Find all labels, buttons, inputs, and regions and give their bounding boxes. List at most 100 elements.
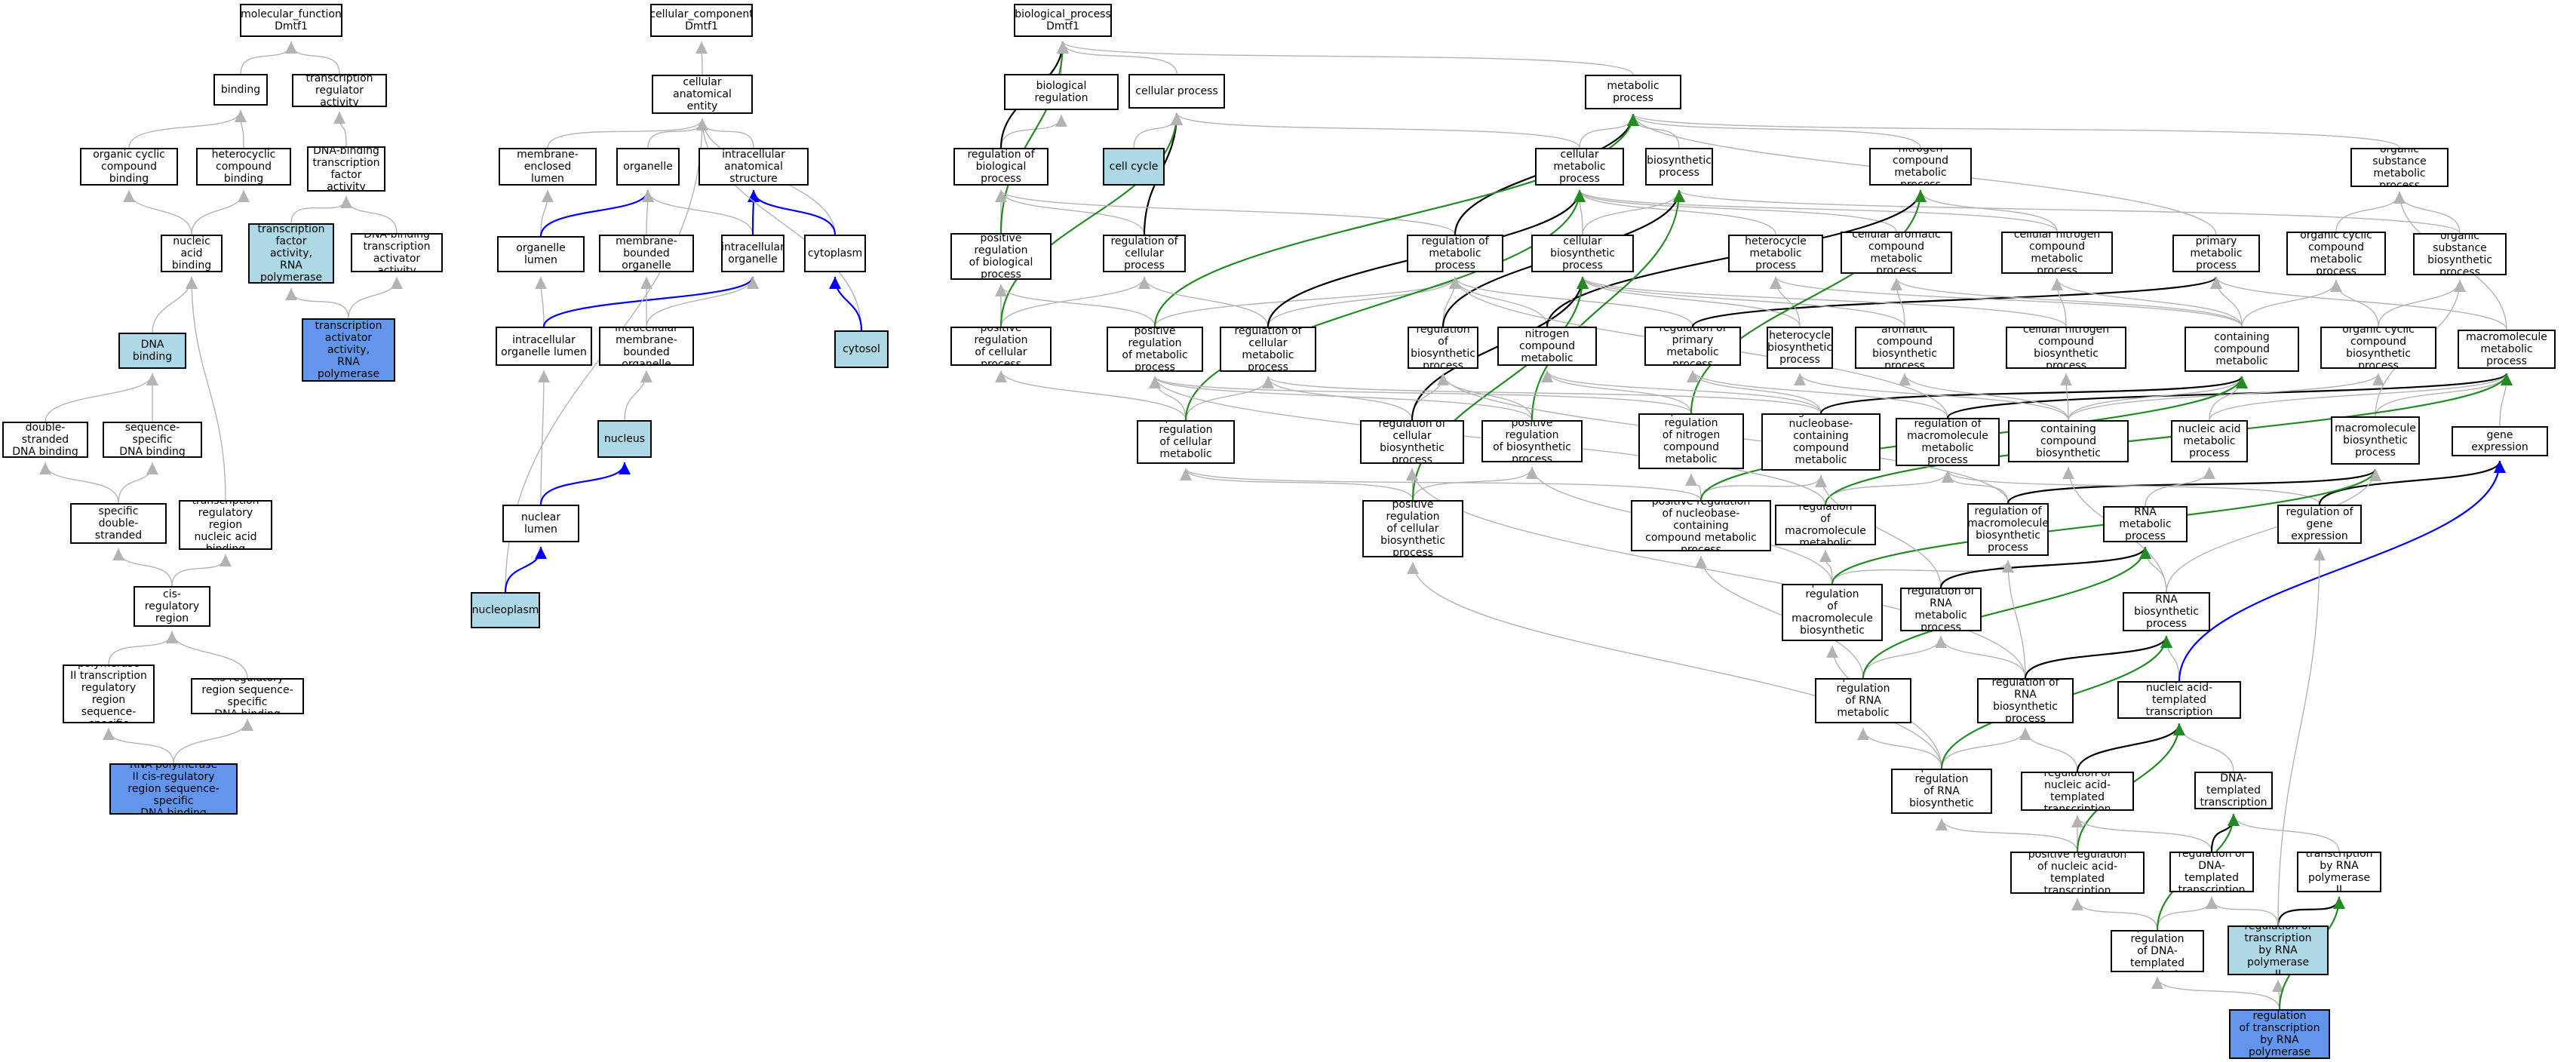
term-node-iol[interactable]: intracellular organelle lumen [496, 327, 592, 366]
term-node-dbtfa2[interactable]: DNA-binding transcription factor activit… [248, 223, 334, 284]
term-node-bp-root[interactable]: biological_process Dmtf1 [1014, 4, 1112, 37]
term-node-rge[interactable]: regulation of gene expression [2277, 505, 2362, 544]
term-node-rmbp[interactable]: regulation of macromolecule biosynthetic… [1967, 503, 2049, 556]
term-node-nucleoplasm[interactable]: nucleoplasm [471, 592, 540, 628]
term-node-prncmp[interactable]: positive regulation of nitrogen compound… [1638, 413, 1744, 469]
term-node-namp[interactable]: nucleic acid metabolic process [2171, 420, 2248, 462]
term-node-cmp[interactable]: cellular metabolic process [1535, 148, 1624, 186]
term-node-ncmp[interactable]: nitrogen compound metabolic process [1869, 148, 1972, 186]
term-node-rrnabp[interactable]: regulation of RNA biosynthetic process [1977, 678, 2074, 723]
term-node-rnabp[interactable]: RNA biosynthetic process [2123, 592, 2210, 631]
term-node-osmp[interactable]: organic substance metabolic process [2350, 148, 2449, 187]
term-node-prdtt[interactable]: positive regulation of DNA-templated tra… [2111, 930, 2204, 972]
term-node-prbsp[interactable]: positive regulation of biosynthetic proc… [1481, 420, 1583, 462]
term-node-prcp[interactable]: positive regulation of cellular process [950, 327, 1052, 366]
term-node-ocb[interactable]: organic cyclic compound binding [80, 148, 178, 186]
term-node-dbtaa[interactable]: DNA-binding transcription activator acti… [351, 233, 443, 272]
term-node-rcbp[interactable]: regulation of cellular biosynthetic proc… [1360, 420, 1464, 464]
edge-is-a-dbtaa2-to-dbtfa2 [285, 287, 349, 319]
term-node-prmbp[interactable]: positive regulation of macromolecule bio… [1782, 584, 1883, 641]
term-node-rpmp[interactable]: regulation of primary metabolic process [1644, 327, 1741, 366]
term-node-tra[interactable]: transcription regulator activity [292, 74, 387, 107]
term-node-ge[interactable]: gene expression [2452, 426, 2548, 456]
edge-regulates-rnbcmp-to-nbcmp [1819, 376, 2248, 414]
term-node-trrnab[interactable]: transcription regulatory region nucleic … [179, 500, 272, 550]
term-node-occbp[interactable]: organic cyclic compound biosynthetic pro… [2320, 327, 2436, 369]
term-node-hcb[interactable]: heterocyclic compound binding [196, 148, 291, 186]
term-node-cytosol[interactable]: cytosol [834, 330, 889, 368]
term-node-prmp[interactable]: positive regulation of metabolic process [1107, 327, 1203, 372]
term-node-prrnamp[interactable]: positive regulation of RNA metabolic pro… [1815, 678, 1911, 723]
term-node-prcbp[interactable]: positive regulation of cellular biosynth… [1362, 500, 1463, 557]
term-node-io[interactable]: intracellular organelle [721, 235, 784, 272]
term-node-occmp[interactable]: organic cyclic compound metabolic proces… [2286, 232, 2386, 275]
term-node-acbp[interactable]: aromatic compound biosynthetic process [1855, 327, 1954, 369]
term-node-ssdb[interactable]: sequence-specific DNA binding [103, 422, 202, 458]
term-node-binding[interactable]: binding [213, 74, 268, 106]
term-node-mf-root[interactable]: molecular_function Dmtf1 [240, 4, 342, 37]
term-node-dbtaa2[interactable]: DNA-binding transcription activator acti… [302, 318, 395, 382]
term-node-rnatt[interactable]: regulation of nucleic acid-templated tra… [2021, 772, 2134, 811]
term-node-cc-root[interactable]: cellular_component Dmtf1 [650, 4, 753, 37]
term-node-rcmp[interactable]: regulation of cellular metabolic process [1220, 327, 1316, 372]
term-node-cp[interactable]: cellular process [1128, 74, 1225, 109]
term-node-rrnamp[interactable]: regulation of RNA metabolic process [1900, 588, 1982, 631]
term-node-rnbcmp[interactable]: regulation of nucleobase-containing comp… [1761, 413, 1881, 471]
term-node-crrssdb[interactable]: cis-regulatory region sequence-specific … [191, 678, 304, 714]
edge-is-a-namp-to-mmp [2209, 373, 2513, 421]
term-node-cncbp[interactable]: cellular nitrogen compound biosynthetic … [2006, 327, 2126, 369]
term-node-mel[interactable]: membrane-enclosed lumen [499, 148, 597, 186]
term-node-mp[interactable]: metabolic process [1585, 75, 1681, 109]
term-node-mmp[interactable]: macromolecule metabolic process [2458, 330, 2556, 369]
term-node-rncmp[interactable]: regulation of nitrogen compound metaboli… [1497, 327, 1597, 366]
term-node-prbp[interactable]: positive regulation of biological proces… [950, 233, 1052, 280]
term-node-cbp[interactable]: cellular biosynthetic process [1531, 235, 1634, 272]
term-node-dtt[interactable]: DNA-templated transcription [2194, 772, 2273, 809]
term-node-nab[interactable]: nucleic acid binding [161, 235, 223, 272]
term-node-cellcycle[interactable]: cell cycle [1103, 148, 1165, 186]
term-node-osbp[interactable]: organic substance biosynthetic process [2413, 233, 2507, 275]
term-node-prcmp[interactable]: positive regulation of cellular metaboli… [1137, 420, 1235, 464]
term-node-trp2[interactable]: transcription by RNA polymerase II [2297, 852, 2381, 892]
term-node-natt[interactable]: nucleic acid-templated transcription [2117, 681, 2241, 719]
term-node-rbsp[interactable]: regulation of biosynthetic process [1408, 327, 1478, 369]
term-node-cytoplasm[interactable]: cytoplasm [804, 235, 866, 272]
term-node-nbcbp[interactable]: nucleobase-containing compound biosynthe… [2008, 420, 2129, 462]
term-node-nbcmp[interactable]: nucleobase-containing compound metabolic… [2185, 327, 2299, 372]
term-node-hmp[interactable]: heterocycle metabolic process [1728, 235, 1823, 272]
term-node-pmp[interactable]: primary metabolic process [2172, 235, 2260, 272]
term-node-cae[interactable]: cellular anatomical entity [652, 75, 753, 114]
term-node-dnab[interactable]: DNA binding [118, 333, 186, 369]
term-node-ssdsdb[interactable]: sequence-specific double-stranded DNA bi… [70, 503, 167, 544]
term-node-cncmp[interactable]: cellular nitrogen compound metabolic pro… [2001, 232, 2113, 274]
term-node-dsdb[interactable]: double-stranded DNA binding [2, 422, 88, 458]
term-node-nl[interactable]: nuclear lumen [502, 505, 579, 542]
term-node-rcp[interactable]: regulation of cellular process [1103, 235, 1186, 272]
term-node-prmmp[interactable]: positive regulation of macromolecule met… [1775, 505, 1876, 545]
term-node-hbp[interactable]: heterocycle biosynthetic process [1767, 327, 1833, 369]
term-node-rtrp2[interactable]: regulation of transcription by RNA polym… [2228, 925, 2329, 975]
term-node-ol[interactable]: organelle lumen [497, 236, 585, 272]
term-node-bsp[interactable]: biosynthetic process [1645, 148, 1713, 186]
term-node-br[interactable]: biological regulation [1004, 74, 1119, 110]
term-node-rbp[interactable]: regulation of biological process [953, 148, 1049, 186]
term-node-rmp[interactable]: regulation of metabolic process [1407, 235, 1503, 272]
term-node-organelle[interactable]: organelle [616, 148, 680, 186]
term-node-rp2trr[interactable]: RNA polymerase II transcription regulato… [63, 665, 155, 723]
term-node-cacmp[interactable]: cellular aromatic compound metabolic pro… [1841, 232, 1952, 274]
term-node-rmmp[interactable]: regulation of macromolecule metabolic pr… [1896, 418, 2000, 466]
term-node-prnatt[interactable]: positive regulation of nucleic acid-temp… [2010, 852, 2145, 894]
term-node-mbp[interactable]: macromolecule biosynthetic process [2331, 416, 2420, 465]
term-node-rdtt[interactable]: regulation of DNA-templated transcriptio… [2169, 852, 2254, 892]
term-node-prrnabp[interactable]: positive regulation of RNA biosynthetic … [1891, 769, 1992, 814]
term-node-nucleus[interactable]: nucleus [597, 420, 652, 458]
term-node-mbo[interactable]: membrane-bounded organelle [599, 235, 694, 272]
term-node-imbo[interactable]: intracellular membrane-bounded organelle [599, 327, 694, 366]
term-node-prtrp2[interactable]: positive regulation of transcription by … [2229, 1009, 2330, 1059]
term-node-tcrb[interactable]: transcription cis-regulatory region bind… [134, 586, 210, 627]
term-node-dbtfa[interactable]: DNA-binding transcription factor activit… [307, 146, 385, 192]
term-node-rnamp[interactable]: RNA metabolic process [2103, 506, 2188, 542]
term-node-prnbcmp[interactable]: positive regulation of nucleobase-contai… [1631, 500, 1771, 551]
term-node-ias[interactable]: intracellular anatomical structure [698, 148, 809, 186]
term-node-rp2crr[interactable]: RNA polymerase II cis-regulatory region … [109, 763, 238, 815]
